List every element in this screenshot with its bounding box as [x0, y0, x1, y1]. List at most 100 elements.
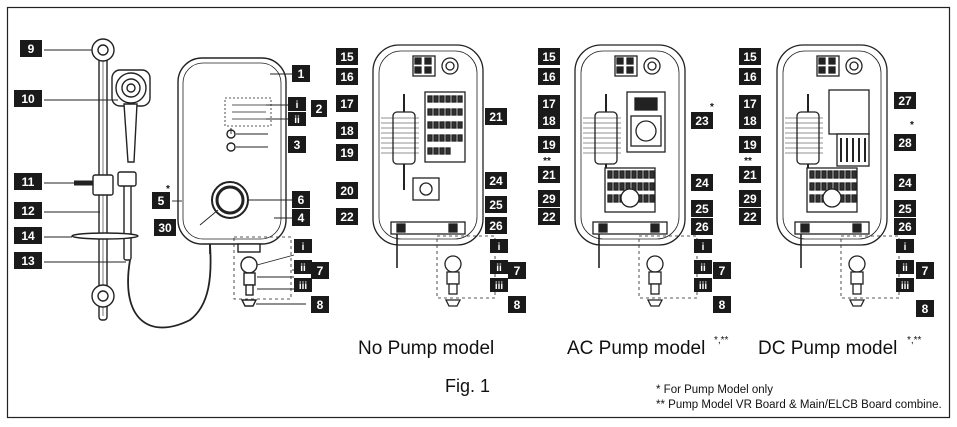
callout-24: 24: [691, 174, 713, 191]
callout-ii: ii: [288, 112, 306, 126]
callout-20: 20: [336, 182, 358, 199]
callout-24: 24: [894, 174, 916, 191]
svg-text:ii: ii: [294, 115, 300, 126]
svg-text:29: 29: [743, 192, 757, 206]
svg-text:i: i: [904, 242, 907, 253]
callout-leaders: [44, 49, 306, 305]
svg-text:11: 11: [22, 175, 35, 189]
svg-text:29: 29: [542, 192, 556, 206]
callout-6: 6: [292, 191, 310, 208]
callout-21: 21: [739, 166, 761, 183]
heater-internal-dc-pump: [776, 44, 900, 307]
callout-26: 26: [894, 218, 916, 235]
svg-text:17: 17: [743, 97, 757, 111]
svg-text:iii: iii: [495, 281, 504, 292]
svg-text:19: 19: [542, 138, 556, 152]
callout-iii: iii: [294, 278, 312, 292]
callout-18: 18: [538, 112, 560, 129]
callout-7: 7: [508, 262, 526, 279]
svg-text:19: 19: [340, 146, 354, 160]
model-caption-ac-pump: AC Pump model: [567, 338, 706, 359]
callout-16: 16: [336, 68, 358, 85]
callout-ii: ii: [896, 260, 914, 274]
callout-25: 25: [894, 200, 916, 217]
callout-labels: 9101112141312iii364530iiiiii781516171819…: [14, 40, 934, 317]
svg-text:18: 18: [743, 114, 757, 128]
callout-22: 22: [739, 208, 761, 225]
svg-text:26: 26: [898, 220, 912, 234]
svg-text:ii: ii: [700, 263, 706, 274]
callout-18: 18: [336, 122, 358, 139]
svg-text:8: 8: [922, 302, 929, 316]
svg-text:7: 7: [719, 264, 726, 278]
svg-text:24: 24: [898, 176, 912, 190]
footnote-pump-only: * For Pump Model only: [656, 384, 773, 396]
svg-text:27: 27: [898, 94, 912, 108]
svg-text:5: 5: [158, 194, 165, 208]
callout-29: 29: [538, 190, 560, 207]
callout-24: 24: [485, 172, 507, 189]
svg-text:24: 24: [695, 176, 709, 190]
svg-text:28: 28: [898, 136, 912, 150]
callout-7: 7: [311, 262, 329, 279]
svg-text:iii: iii: [901, 281, 910, 292]
callout-ii: ii: [294, 260, 312, 274]
svg-text:ii: ii: [496, 263, 502, 274]
callout-ii: ii: [694, 260, 712, 274]
callout-17: 17: [336, 95, 358, 112]
callout-16: 16: [739, 68, 761, 85]
callout-ii: ii: [490, 260, 508, 274]
asterisk-mark: *: [710, 102, 714, 113]
svg-text:17: 17: [542, 97, 556, 111]
svg-text:22: 22: [542, 210, 556, 224]
svg-text:iii: iii: [299, 281, 308, 292]
svg-text:25: 25: [898, 202, 912, 216]
svg-text:8: 8: [719, 298, 726, 312]
svg-text:15: 15: [743, 50, 757, 64]
callout-13: 13: [14, 252, 42, 269]
figure-frame: [6, 6, 951, 419]
svg-text:4: 4: [298, 211, 305, 225]
svg-text:ii: ii: [902, 263, 908, 274]
svg-text:14: 14: [21, 229, 35, 243]
callout-16: 16: [538, 68, 560, 85]
callout-iii: iii: [490, 278, 508, 292]
callout-5: 5: [152, 192, 170, 209]
callout-iii: iii: [694, 278, 712, 292]
callout-27: 27: [894, 92, 916, 109]
callout-i: i: [694, 239, 712, 253]
callout-4: 4: [292, 209, 310, 226]
figure-caption: Fig. 1: [445, 376, 491, 396]
model-caption-dc-pump: DC Pump model: [758, 338, 898, 359]
heater-front: [177, 57, 292, 307]
svg-text:17: 17: [340, 97, 354, 111]
asterisk-mark: **: [543, 156, 551, 167]
callout-11: 11: [14, 173, 42, 190]
footnote-combined-board: ** Pump Model VR Board & Main/ELCB Board…: [656, 399, 942, 411]
callout-17: 17: [538, 95, 560, 112]
svg-text:16: 16: [542, 70, 556, 84]
heater-internal-ac-pump: [574, 44, 698, 307]
svg-text:20: 20: [340, 184, 354, 198]
svg-text:10: 10: [21, 92, 35, 106]
callout-7: 7: [713, 262, 731, 279]
callout-2: 2: [311, 100, 327, 117]
svg-text:30: 30: [158, 221, 172, 235]
asterisk-mark: *: [166, 184, 170, 195]
model-mark-dc-pump: *,**: [907, 335, 922, 346]
svg-text:25: 25: [695, 202, 709, 216]
svg-text:7: 7: [922, 264, 929, 278]
svg-text:21: 21: [489, 110, 503, 124]
callout-17: 17: [739, 95, 761, 112]
svg-text:6: 6: [298, 193, 305, 207]
callout-15: 15: [538, 48, 560, 65]
svg-text:21: 21: [743, 168, 757, 182]
svg-text:19: 19: [743, 138, 757, 152]
svg-text:2: 2: [316, 102, 323, 116]
callout-19: 19: [538, 136, 560, 153]
svg-text:25: 25: [489, 198, 503, 212]
callout-9: 9: [20, 40, 42, 57]
svg-text:26: 26: [489, 219, 503, 233]
svg-text:8: 8: [514, 298, 521, 312]
